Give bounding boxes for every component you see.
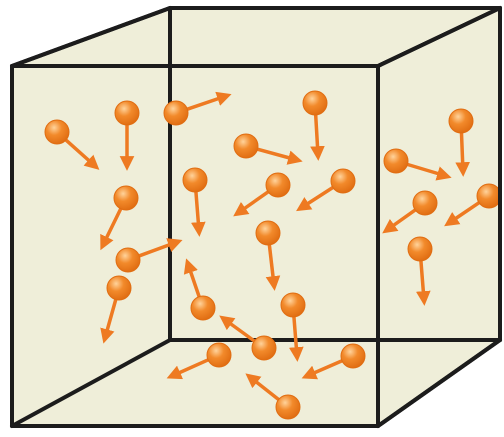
molecule-sphere xyxy=(45,120,69,144)
molecule-sphere xyxy=(164,101,188,125)
molecule-sphere xyxy=(116,248,140,272)
molecule-sphere xyxy=(266,173,290,197)
molecule-sphere xyxy=(477,184,501,208)
molecule-sphere xyxy=(256,221,280,245)
molecule-sphere xyxy=(191,296,215,320)
molecule-sphere xyxy=(207,343,231,367)
molecule-sphere xyxy=(276,395,300,419)
molecule-sphere xyxy=(413,191,437,215)
velocity-arrow xyxy=(461,131,463,171)
molecule-sphere xyxy=(183,168,207,192)
box-front-face xyxy=(12,66,378,426)
molecule-sphere xyxy=(384,149,408,173)
molecule-sphere xyxy=(107,276,131,300)
molecule-sphere xyxy=(252,336,276,360)
molecule-sphere xyxy=(331,169,355,193)
molecule-sphere xyxy=(115,101,139,125)
molecule-sphere xyxy=(114,186,138,210)
box-right-face xyxy=(378,8,500,426)
molecule-sphere xyxy=(341,344,365,368)
molecule-sphere xyxy=(449,109,473,133)
molecule-sphere xyxy=(234,134,258,158)
box-faces xyxy=(12,8,500,426)
molecule-sphere xyxy=(408,237,432,261)
molecule-sphere xyxy=(303,91,327,115)
velocity-arrow xyxy=(316,113,318,155)
molecule-sphere xyxy=(281,293,305,317)
